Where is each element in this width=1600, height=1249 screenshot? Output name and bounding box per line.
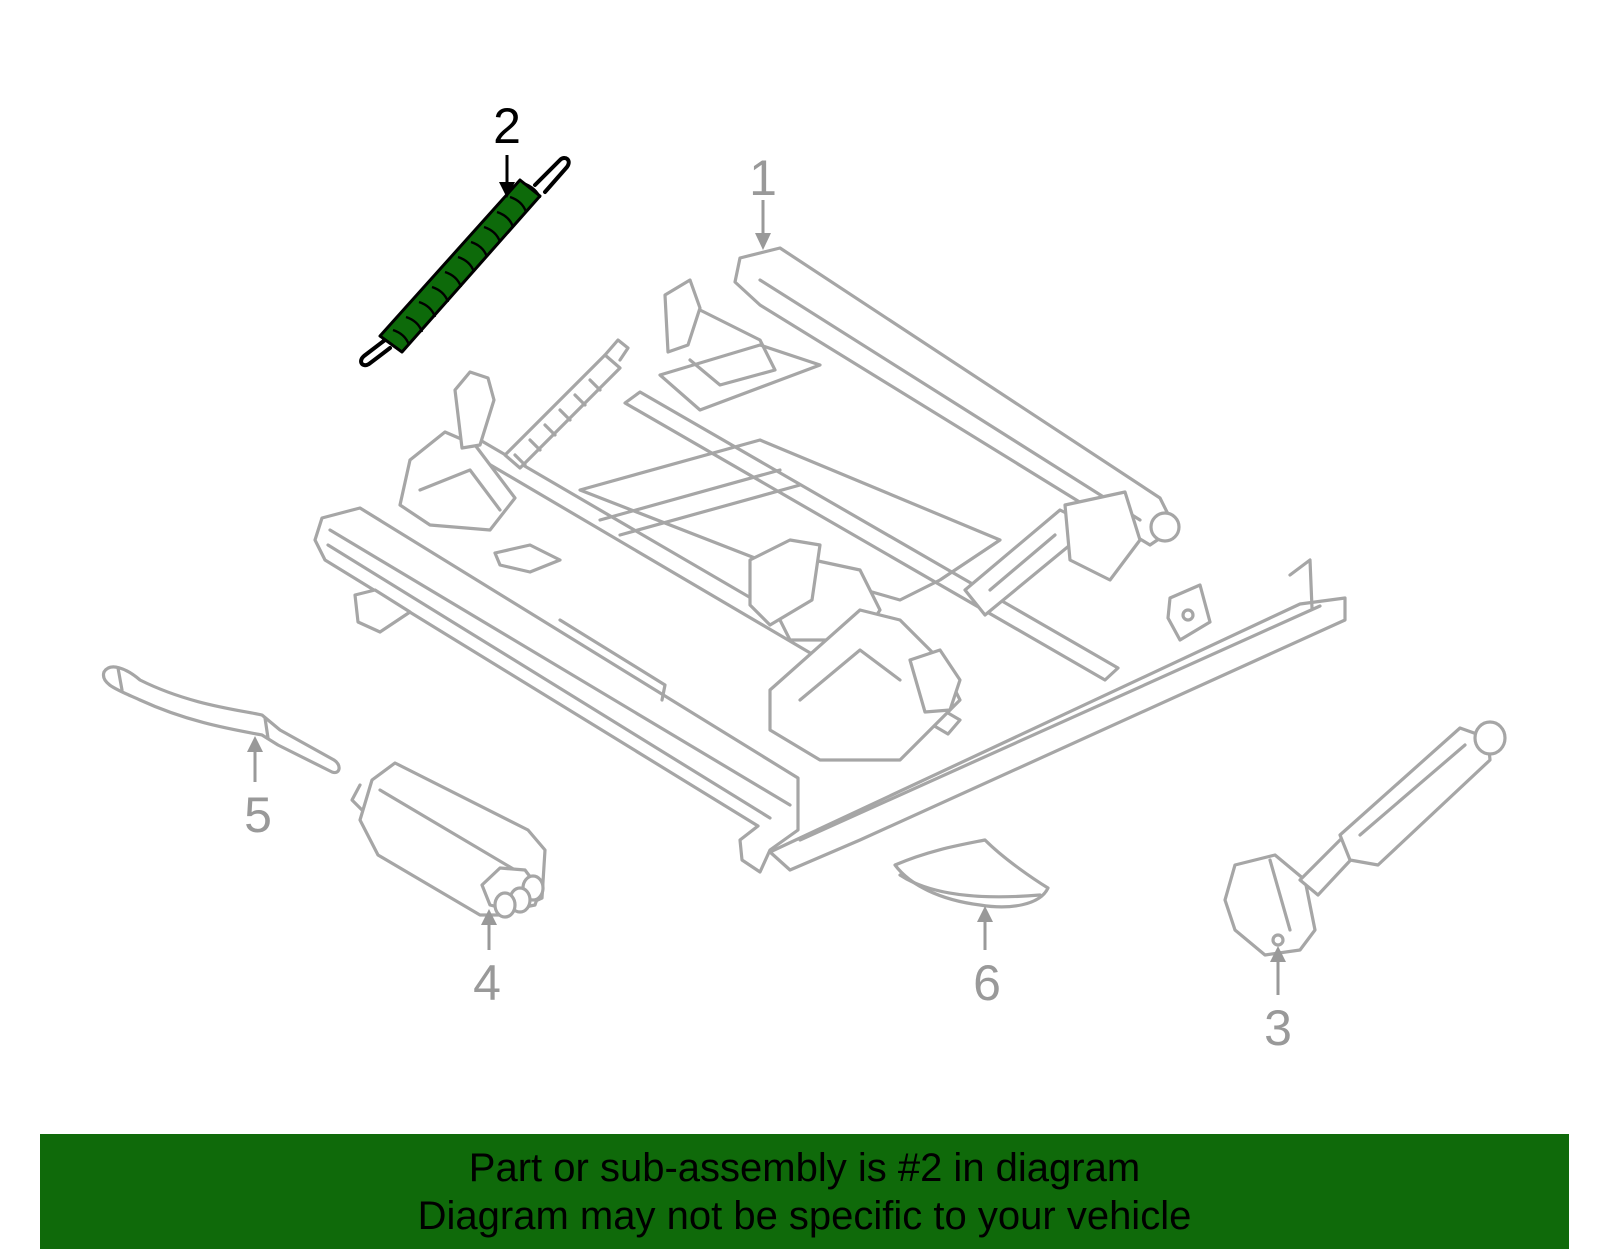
callout-6-label: 6 [973,955,1001,1011]
callout-6: 6 [973,906,1001,1011]
callout-4: 4 [473,909,501,1011]
banner-line-1: Part or sub-assembly is #2 in diagram [468,1146,1141,1190]
callout-3-label: 3 [1264,1000,1292,1056]
part-4-motor[interactable] [350,761,547,919]
part-3-lever[interactable] [1223,720,1507,957]
banner-line-2: Diagram may not be specific to your vehi… [417,1194,1192,1238]
part-1-seat-frame[interactable] [313,246,1347,874]
callout-5: 5 [244,736,272,843]
callout-5-label: 5 [244,787,272,843]
part-6-cover[interactable] [893,838,1050,909]
callout-2-label: 2 [493,98,521,154]
part-5-rod[interactable] [101,665,341,775]
callout-2: 2 [493,98,521,198]
callout-3: 3 [1264,946,1292,1056]
info-banner: Part or sub-assembly is #2 in diagram Di… [40,1134,1569,1249]
part-2-spring[interactable] [359,156,571,368]
callout-1: 1 [749,150,777,250]
callout-1-label: 1 [749,150,777,206]
callout-4-label: 4 [473,955,501,1011]
